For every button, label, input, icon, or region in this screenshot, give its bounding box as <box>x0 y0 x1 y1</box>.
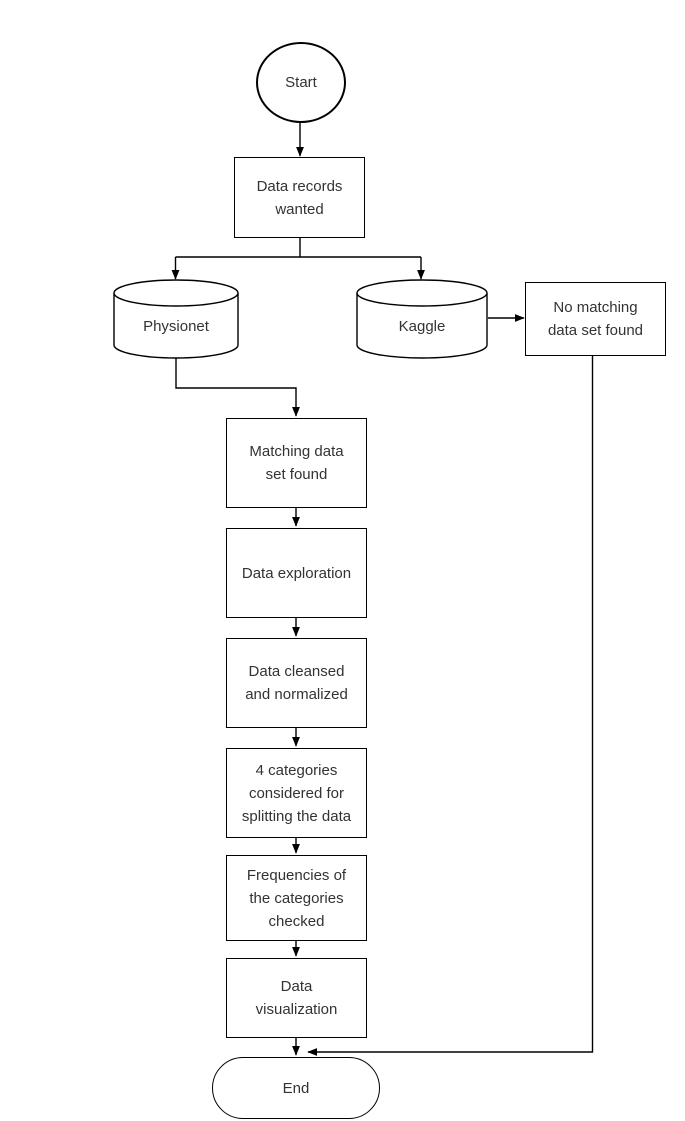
node-kaggle[interactable]: Kaggle <box>356 279 488 359</box>
node-end[interactable]: End <box>212 1057 380 1119</box>
node-start[interactable]: Start <box>256 42 346 123</box>
physionet-cylinder-shape <box>113 279 239 359</box>
edge-physionet-to-matching <box>175 358 300 417</box>
node-data-visualization[interactable]: Data visualization <box>226 958 367 1038</box>
node-data-exploration[interactable]: Data exploration <box>226 528 367 618</box>
node-data-records-wanted[interactable]: Data records wanted <box>234 157 365 238</box>
node-no-matching-data-set-found[interactable]: No matching data set found <box>525 282 666 356</box>
node-matching-label: Matching data set found <box>249 443 344 483</box>
node-data-cleansed-normalized[interactable]: Data cleansed and normalized <box>226 638 367 728</box>
node-data-records-wanted-label: Data records wanted <box>256 177 343 218</box>
node-physionet-label: Physionet <box>143 317 209 335</box>
node-end-label: End <box>282 1079 310 1097</box>
kaggle-cylinder-shape <box>356 279 488 359</box>
node-frequencies-label: Frequencies of the categories checked <box>246 866 347 930</box>
node-physionet[interactable]: Physionet <box>113 279 239 359</box>
node-kaggle-label: Kaggle <box>398 317 446 335</box>
node-data-visualization-label: Data visualization <box>255 978 338 1018</box>
node-start-label: Start <box>285 74 317 91</box>
node-matching-data-set-found[interactable]: Matching data set found <box>226 418 367 508</box>
node-categories-label: 4 categories considered for splitting th… <box>241 761 352 825</box>
node-data-cleansed-label: Data cleansed and normalized <box>245 663 348 703</box>
node-frequencies-checked[interactable]: Frequencies of the categories checked <box>226 855 367 941</box>
node-categories-considered[interactable]: 4 categories considered for splitting th… <box>226 748 367 838</box>
node-no-matching-label: No matching data set found <box>547 299 644 339</box>
node-data-exploration-label: Data exploration <box>241 564 352 582</box>
